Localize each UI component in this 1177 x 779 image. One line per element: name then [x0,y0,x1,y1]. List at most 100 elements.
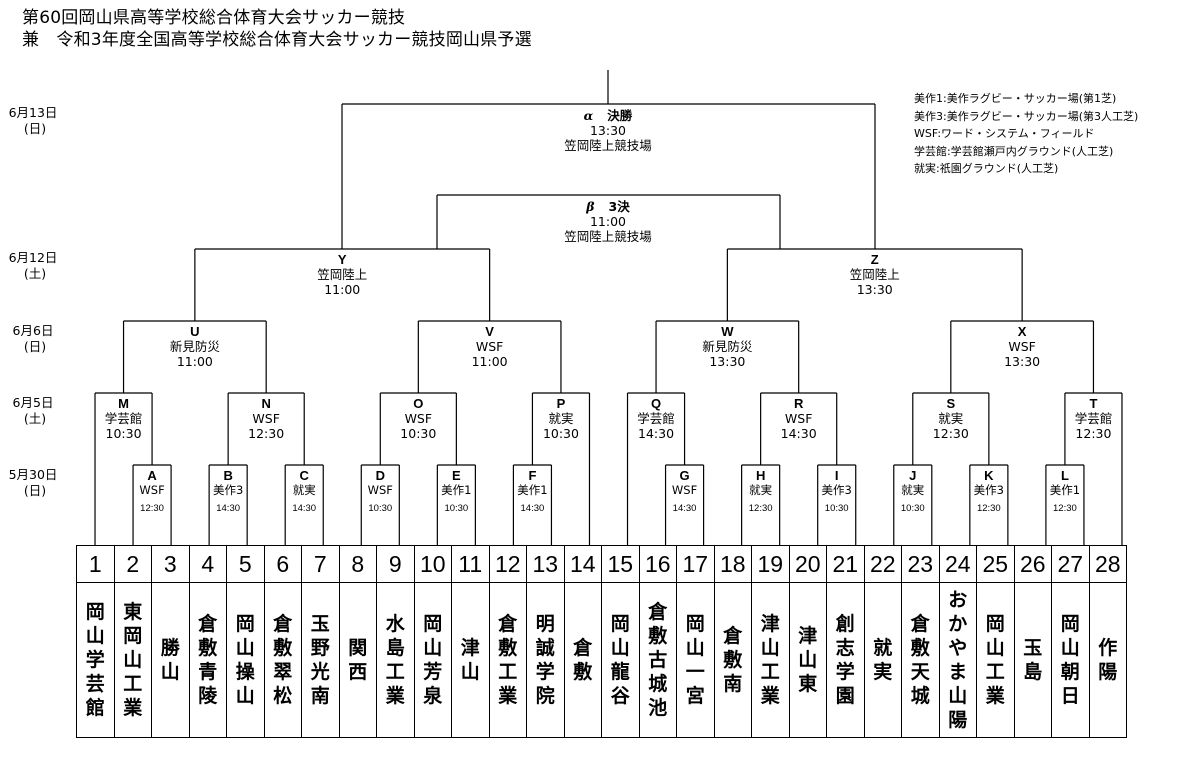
match-time: 14:30 [216,503,241,514]
match-id: W [721,324,734,339]
team-number: 15 [601,545,640,583]
team-name-text: 倉敷南 [723,625,743,695]
match-id: F [528,468,537,483]
team-name-text: 倉敷天城 [910,613,930,707]
third-place-name: 3決 [608,199,630,214]
team-name: 岡山朝日 [1051,582,1090,738]
match-venue: WSF [1008,339,1036,354]
date-text: 6月13日 [8,105,58,120]
team-name-text: 倉敷工業 [498,613,518,707]
team-name: 作陽 [1088,582,1127,738]
match-time: 10:30 [900,503,925,514]
team-name: 津山東 [788,582,827,738]
date-label-quarterfinal: 6月6日 (日) [8,323,58,355]
match-time: 13:30 [856,282,893,297]
match-id: Q [650,396,662,411]
team-number: 1 [76,545,115,583]
team-name-text: 作陽 [1098,637,1118,683]
team-name-text: 関西 [348,637,368,683]
team-name: 岡山龍谷 [601,582,640,738]
team-number: 14 [563,545,602,583]
match-venue: 新見防災 [169,339,220,354]
date-text: 5月30日 [8,467,58,482]
match-venue: 就実 [548,411,574,426]
match-id: E [452,468,461,483]
team-name-text: おかやま山陽 [948,589,968,731]
match-id: I [834,468,839,483]
team-name: 明誠学院 [526,582,565,738]
date-text: 6月12日 [8,250,58,265]
match-venue: 美作1 [1049,483,1081,497]
date-label-final: 6月13日 (日) [8,105,58,137]
team-name-text: 倉敷青陵 [198,613,218,707]
team-name-text: 明誠学院 [535,613,555,707]
match-venue: 新見防災 [702,339,753,354]
final-name: 決勝 [607,108,633,123]
match-time: 12:30 [932,426,969,441]
third-place-venue: 笠岡陸上競技場 [564,229,652,244]
team-name: 岡山一宮 [676,582,715,738]
team-name: 津山 [451,582,490,738]
legend-item: 美作3:美作ラグビー・サッカー場(第3人工芝) [914,109,1139,123]
team-name: 就実 [863,582,902,738]
team-name: 岡山芳泉 [413,582,452,738]
team-name-text: 岡山工業 [985,613,1005,707]
match-id: C [299,468,309,483]
team-number: 16 [638,545,677,583]
match-venue: 美作3 [212,483,244,497]
match-time: 12:30 [1053,503,1077,514]
match-time: 14:30 [672,503,697,514]
match-id: K [984,468,994,483]
match-time: 14:30 [292,503,317,514]
team-name: 勝山 [151,582,190,738]
team-name-text: 津山 [460,637,480,683]
final-venue: 笠岡陸上競技場 [564,138,652,153]
weekday-text: (日) [23,339,47,354]
match-venue: 美作3 [973,483,1005,497]
team-name: 水島工業 [376,582,415,738]
match-id: S [946,396,956,411]
team-number: 22 [863,545,902,583]
team-name-text: 岡山学芸館 [85,601,105,719]
team-name-text: 岡山一宮 [685,613,705,707]
match-time: 10:30 [824,503,849,514]
team-name-text: 岡山龍谷 [610,613,630,707]
match-venue: 笠岡陸上 [849,267,900,282]
date-text: 6月6日 [12,323,54,338]
team-name: おかやま山陽 [938,582,977,738]
team-name: 倉敷天城 [901,582,940,738]
match-id: U [190,324,200,339]
match-time: 13:30 [1004,354,1041,369]
legend-item: WSF:ワード・システム・フィールド [914,127,1095,140]
venue-legend: 美作1:美作ラグビー・サッカー場(第1芝) 美作3:美作ラグビー・サッカー場(第… [914,90,1138,178]
match-id: V [485,324,494,339]
team-number: 26 [1013,545,1052,583]
team-number: 7 [301,545,340,583]
legend-item: 学芸館:学芸館瀬戸内グラウンド(人工芝) [914,144,1114,158]
match-venue: WSF [404,411,433,426]
match-time: 11:00 [324,282,361,297]
team-name-row: 岡山学芸館東岡山工業勝山倉敷青陵岡山操山倉敷翠松玉野光南関西水島工業岡山芳泉津山… [76,582,1127,738]
match-time: 14:30 [780,426,817,441]
team-number: 24 [938,545,977,583]
team-number: 3 [151,545,190,583]
team-number: 17 [676,545,715,583]
match-time: 12:30 [248,426,285,441]
team-name: 玉野光南 [301,582,340,738]
match-id: Z [870,252,879,267]
match-venue: 学芸館 [637,411,675,426]
team-name: 関西 [338,582,377,738]
match-id: P [556,396,566,411]
